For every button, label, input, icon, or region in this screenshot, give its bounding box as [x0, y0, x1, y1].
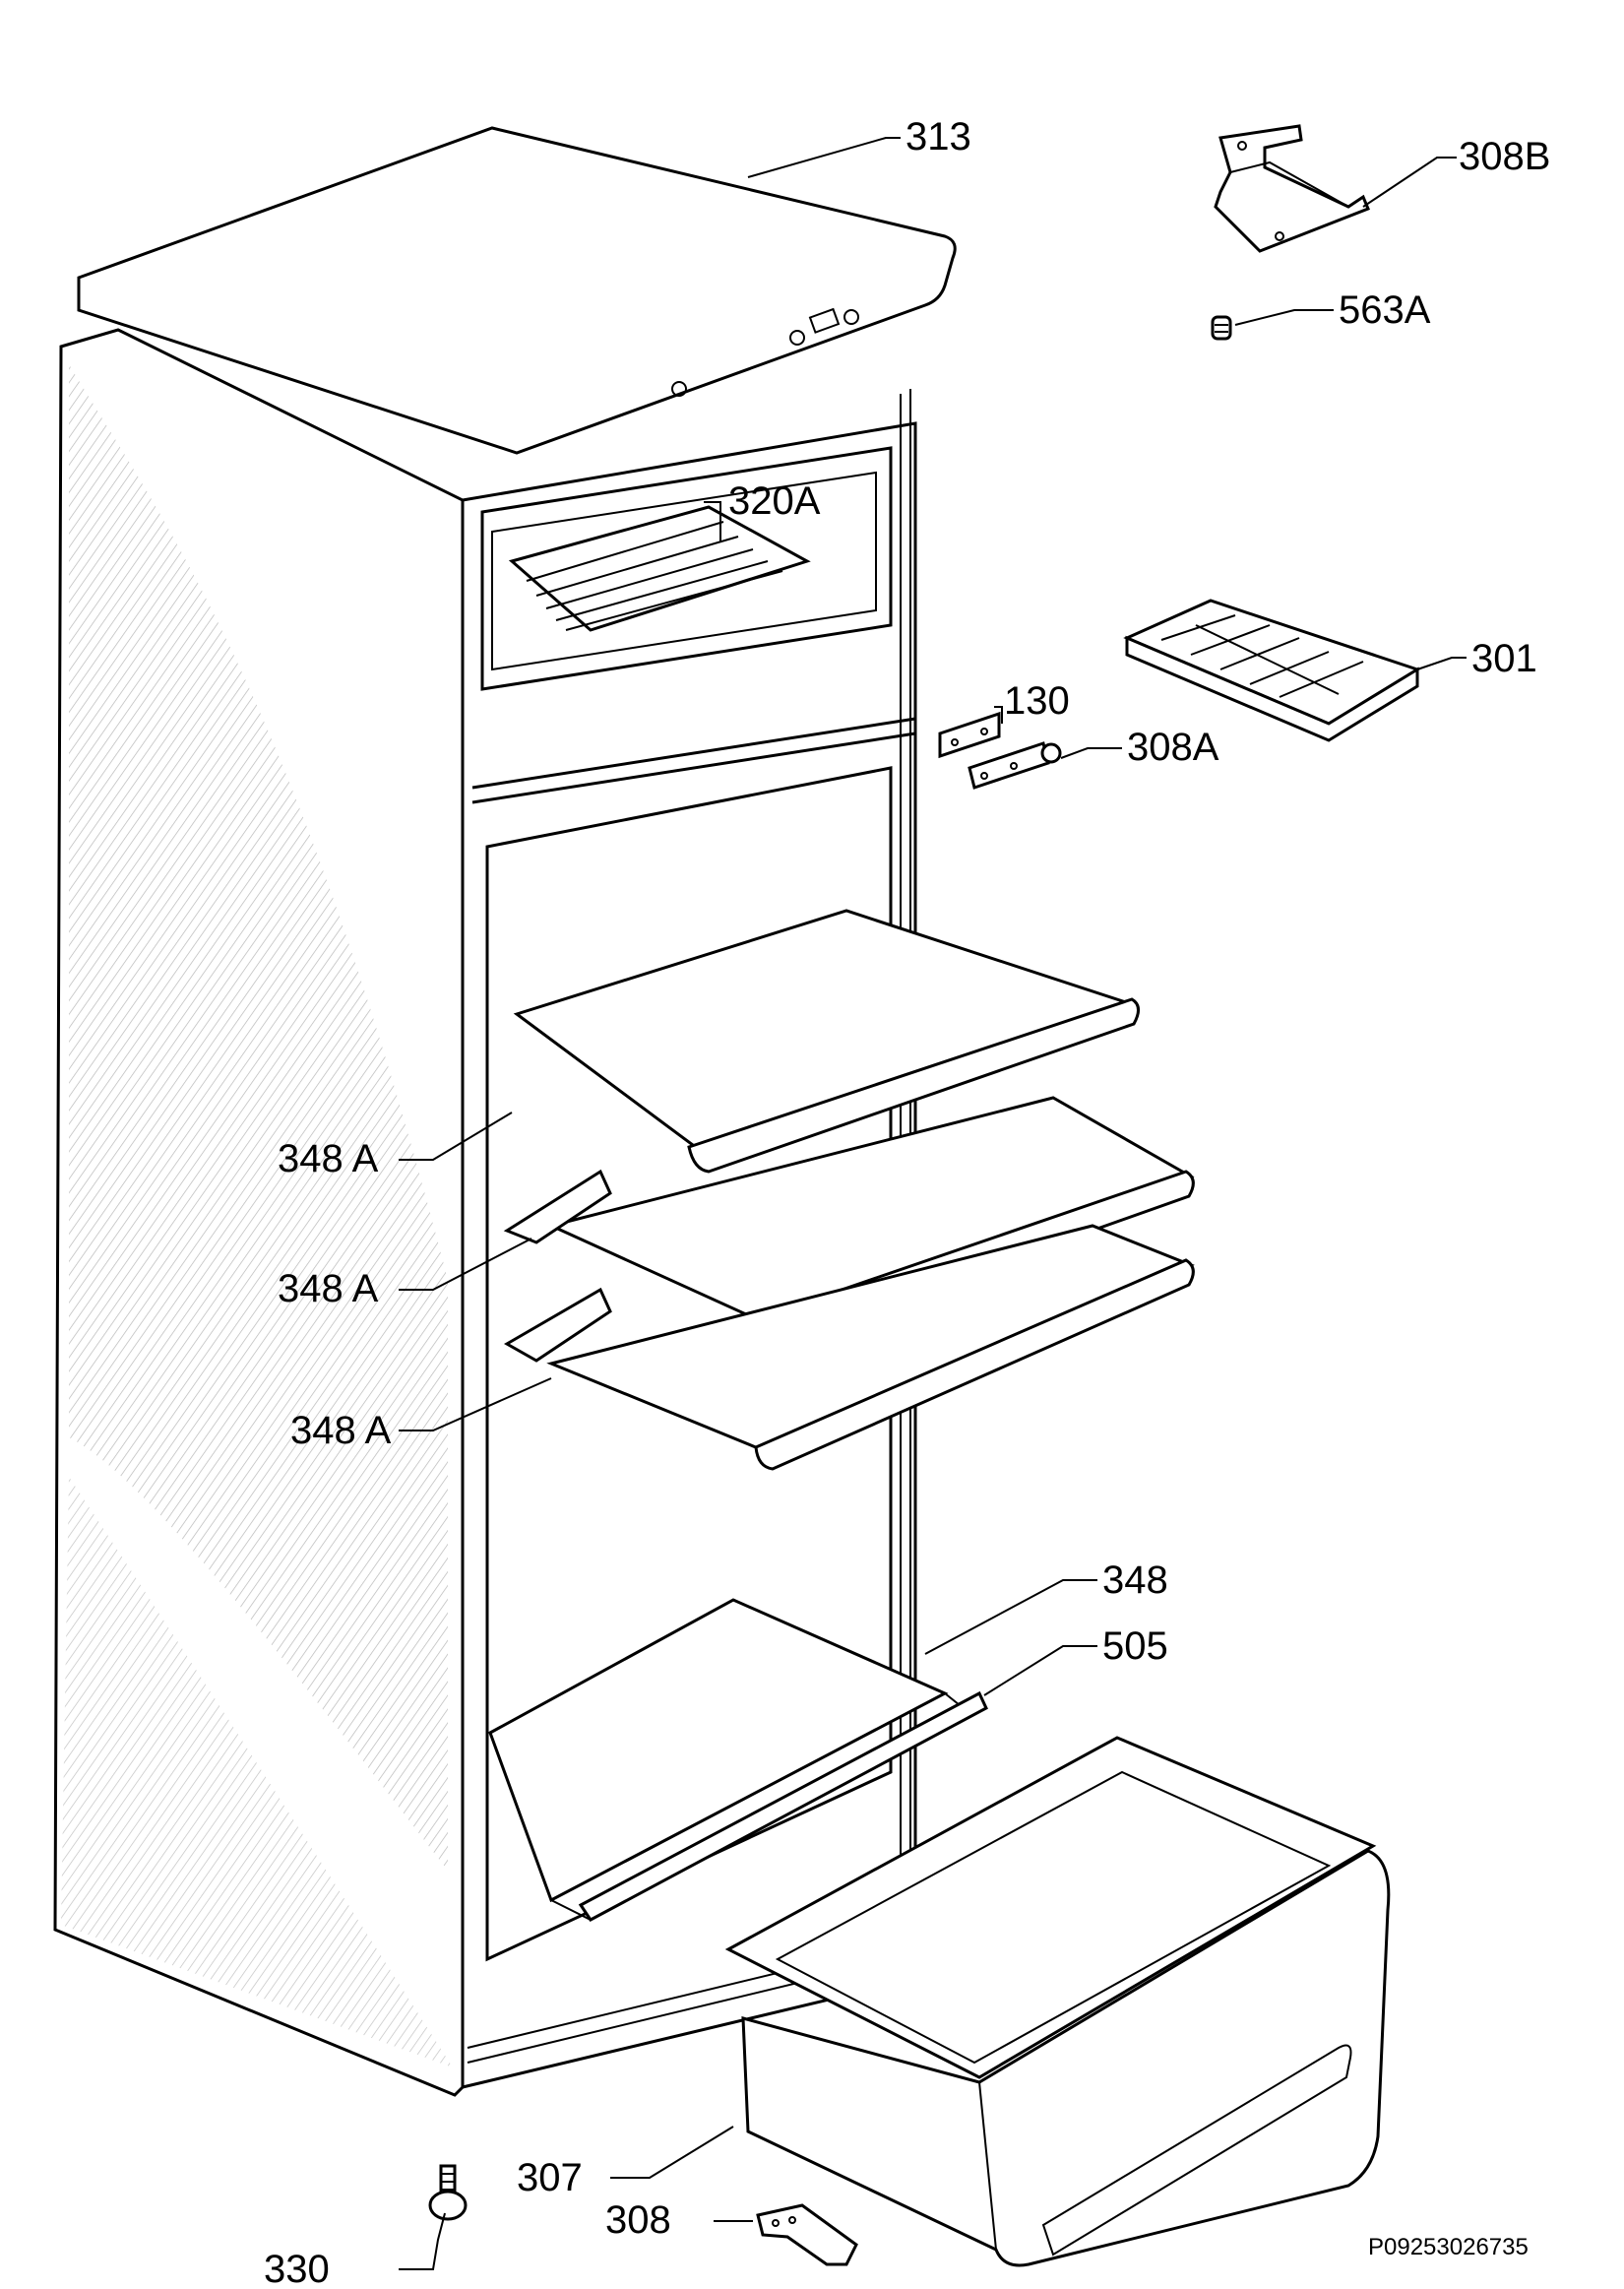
label-307: 307: [517, 2156, 583, 2199]
screw-563a: [1211, 315, 1232, 341]
ice-tray-301: [1123, 599, 1421, 742]
shelf-348a-top: [513, 909, 1140, 1174]
label-348: 348: [1102, 1558, 1168, 1602]
label-348a-top: 348 A: [278, 1137, 379, 1180]
label-313: 313: [906, 115, 971, 159]
bracket-308: [756, 2203, 858, 2266]
label-320a: 320A: [728, 479, 821, 523]
bracket-308b: [1214, 124, 1370, 253]
label-348a-bottom: 348 A: [290, 1409, 392, 1452]
part-labels: 313 308B 563A 320A 301 130 308A 348 A 34…: [264, 115, 1550, 2289]
label-563a: 563A: [1339, 288, 1431, 332]
label-308: 308: [605, 2198, 671, 2242]
document-code: P09253026735: [1368, 2234, 1529, 2260]
freezer-grate-320a: [508, 505, 811, 632]
label-505: 505: [1102, 1624, 1168, 1668]
hinge-plate-130: [938, 711, 1001, 759]
top-cover-313: [77, 126, 957, 455]
fridge-cabinet: [53, 328, 917, 2097]
label-301: 301: [1471, 637, 1537, 680]
label-348a-middle: 348 A: [278, 1267, 379, 1310]
label-330: 330: [264, 2248, 330, 2289]
crisper-rail-505: [578, 1690, 988, 1922]
adjustable-foot-330: [428, 2164, 468, 2221]
label-308a: 308A: [1127, 726, 1219, 769]
shelf-348a-bottom: [503, 1224, 1195, 1471]
leader-lines: [399, 137, 1467, 2270]
hinge-308a: [968, 741, 1062, 790]
vegetable-drawer-307: [724, 1736, 1391, 2267]
label-130: 130: [1004, 679, 1070, 723]
label-308b: 308B: [1459, 135, 1550, 178]
